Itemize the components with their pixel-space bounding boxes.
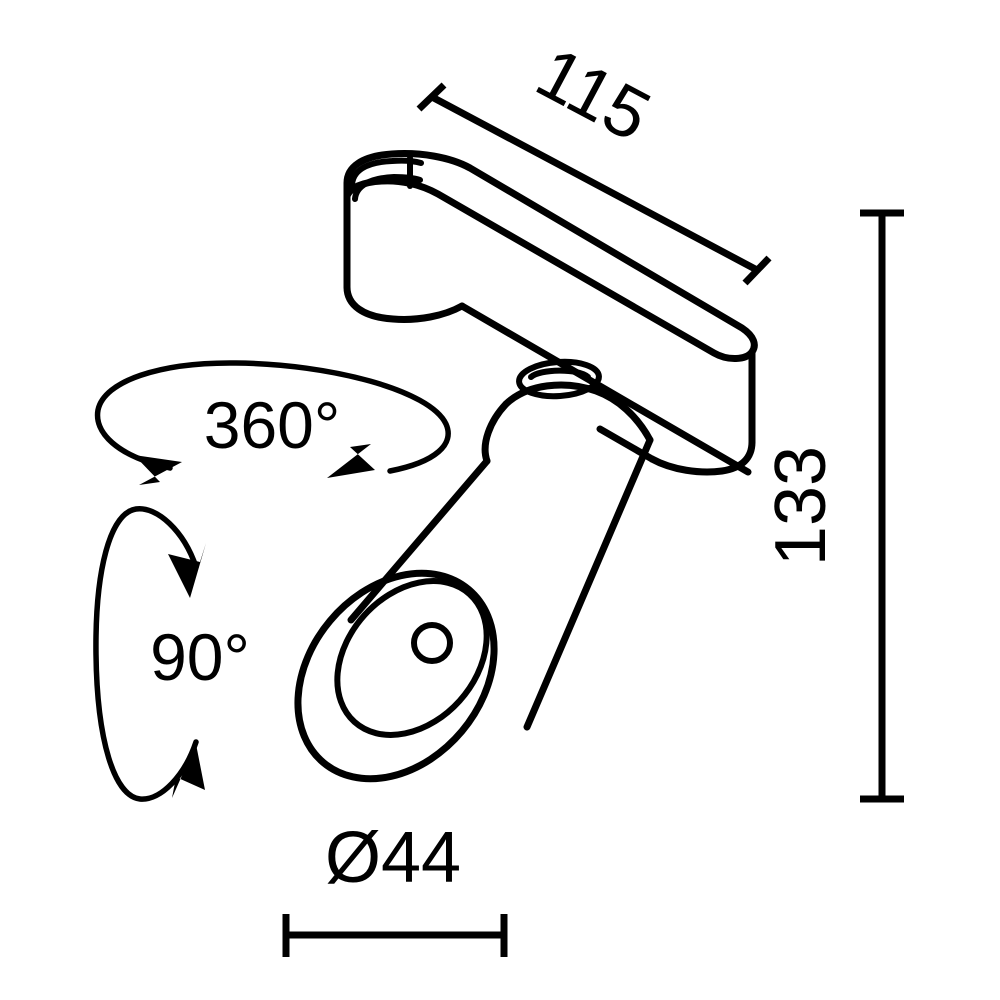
cylinder-back-left-shoulder xyxy=(481,400,510,465)
rot-360-ellipse-arc xyxy=(94,360,451,474)
dimension-height-133: 133 xyxy=(761,209,904,803)
connector-ridge-lower xyxy=(352,174,423,202)
track-adapter-connector xyxy=(349,155,424,202)
connector-ridge-upper xyxy=(349,157,424,189)
pivot-knob-ring xyxy=(516,358,602,400)
rot-90-label: 90° xyxy=(150,620,250,694)
product-illustration xyxy=(294,150,758,783)
rot-360-arrow-left xyxy=(134,455,182,485)
led-dot xyxy=(411,622,453,664)
adapter-bottom-edge xyxy=(458,302,752,476)
rotation-indicator-360: 360° xyxy=(94,360,451,485)
rot-360-arrow-right xyxy=(327,444,375,478)
cylinder-left-edge xyxy=(347,457,491,624)
rot-90-arrow-bottom xyxy=(172,744,205,798)
rot-360-label: 360° xyxy=(204,388,341,462)
dim-133-label: 133 xyxy=(761,446,841,566)
pivot-knob-top xyxy=(528,367,591,380)
dim-44-label: Ø44 xyxy=(325,818,461,898)
adapter-bottom-left-curve xyxy=(343,283,466,323)
lamp-cylinder xyxy=(294,381,654,783)
pivot-joint xyxy=(516,358,602,400)
dim-115-line xyxy=(430,93,759,274)
rot-90-ellipse-arc xyxy=(93,506,199,802)
rot-90-arrow-top xyxy=(168,543,206,598)
rotation-indicator-90: 90° xyxy=(93,506,250,802)
adapter-bottom-right-curve xyxy=(648,438,756,476)
lens-face xyxy=(334,578,490,738)
dim-115-tick-start xyxy=(416,82,447,112)
cylinder-back-cap xyxy=(502,381,654,444)
dim-115-tick-end xyxy=(742,255,772,286)
dimension-diameter-44: Ø44 xyxy=(282,818,508,957)
cylinder-right-edge xyxy=(523,436,654,731)
